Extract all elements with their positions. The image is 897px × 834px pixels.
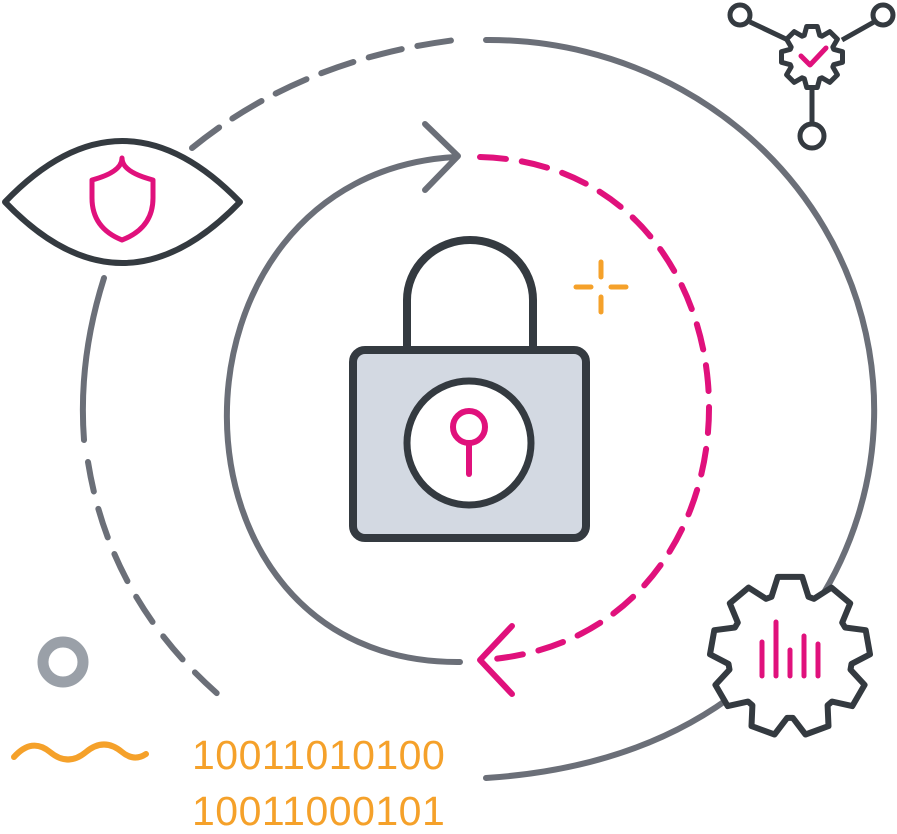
inner-cycle-arc [223, 154, 463, 666]
binary-line-2: 10011000101 [192, 788, 446, 834]
ring-icon [37, 636, 89, 688]
binary-line-1: 10011010100 [192, 732, 446, 778]
outer-cycle-dashed-top [189, 37, 458, 151]
sparkle-icon [573, 259, 629, 315]
wave-icon [11, 741, 149, 763]
eye-shield-icon [2, 138, 243, 266]
magenta-cycle-arc [477, 154, 712, 663]
network-gear-check-icon [727, 2, 896, 151]
arrow-head-icon [477, 623, 515, 697]
outer-cycle-bottom-arc [483, 687, 743, 781]
arrow-head-icon [422, 121, 461, 193]
keyhole-icon [450, 408, 488, 477]
gear-chart-icon [707, 573, 873, 738]
outer-cycle-solid-arc [483, 36, 878, 607]
outer-cycle-left-arc [79, 275, 107, 443]
outer-cycle-dashed-bottom [85, 459, 223, 699]
padlock-icon [349, 236, 590, 542]
